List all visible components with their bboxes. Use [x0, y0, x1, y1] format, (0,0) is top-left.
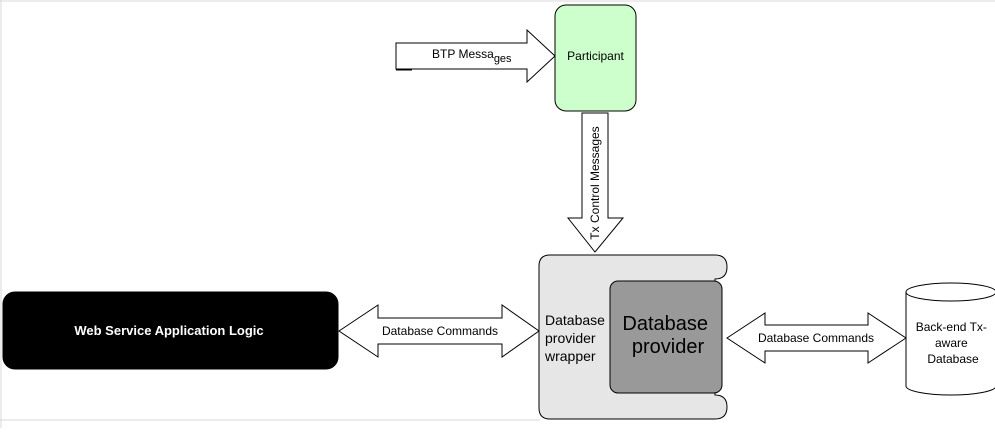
database-provider-box — [609, 280, 723, 394]
btp-messages-label: BTP Messages — [432, 47, 512, 65]
tx-control-messages-label: Tx Control Messages — [588, 126, 602, 239]
participant-box — [554, 4, 637, 112]
btp-messages-arrow — [395, 28, 556, 84]
wrapper-label: Database provider wrapper — [544, 312, 609, 364]
backend-database-label: Back-end Tx- aware Database — [916, 320, 990, 366]
left-database-commands-label: Database Commands — [382, 324, 498, 338]
web-service-label: Web Service Application Logic — [74, 323, 263, 338]
right-database-commands-label: Database Commands — [758, 331, 874, 345]
web-service-box — [2, 291, 339, 370]
tx-control-messages-arrow — [566, 112, 625, 253]
database-provider-label: Database provider — [622, 313, 713, 358]
backend-database-cylinder — [905, 282, 995, 396]
participant-label: Participant — [567, 49, 624, 63]
